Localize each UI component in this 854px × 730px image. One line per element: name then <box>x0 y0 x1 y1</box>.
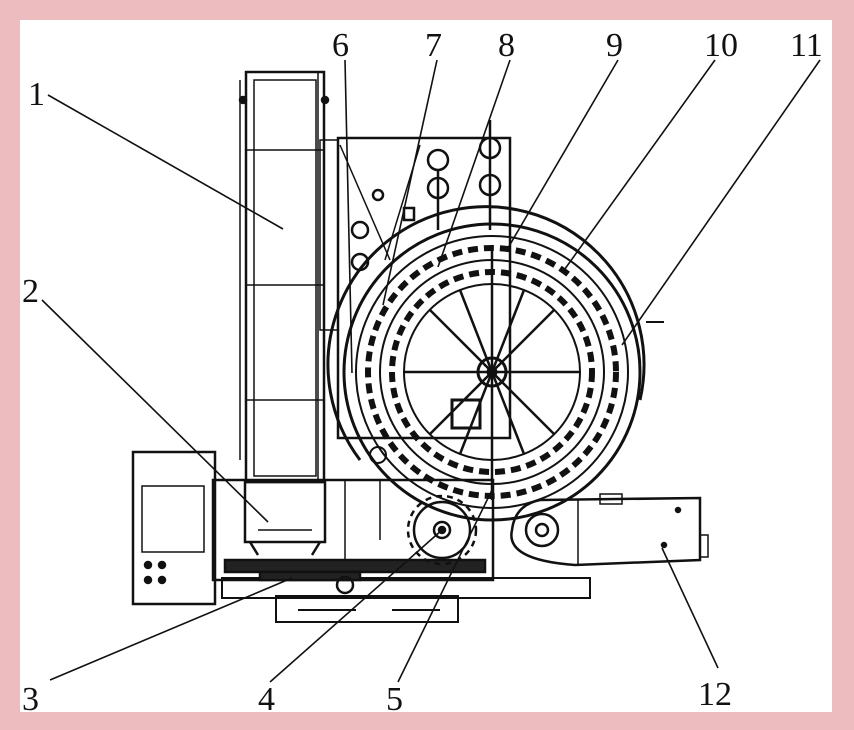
label-1: 1 <box>28 76 45 113</box>
lower-body <box>211 478 495 595</box>
label-4: 4 <box>258 681 275 718</box>
label-12: 12 <box>698 676 732 713</box>
upper-frame <box>319 136 512 440</box>
rotary-drum <box>342 222 642 522</box>
label-2: 2 <box>22 273 39 310</box>
label-7: 7 <box>425 27 442 64</box>
label-10: 10 <box>704 27 738 64</box>
hopper <box>243 480 327 556</box>
drum-housing <box>326 205 664 464</box>
drive-gear <box>406 494 478 566</box>
label-11: 11 <box>790 27 823 64</box>
callout-labels: 1 2 3 4 5 6 7 8 9 10 11 12 <box>22 27 823 718</box>
leader-lines <box>41 59 821 683</box>
label-6: 6 <box>332 27 349 64</box>
label-8: 8 <box>498 27 515 64</box>
label-9: 9 <box>606 27 623 64</box>
control-cabinet <box>131 450 217 606</box>
label-5: 5 <box>386 681 403 718</box>
elevator-conveyor <box>238 70 330 484</box>
label-3: 3 <box>22 681 39 718</box>
discharge-conveyor <box>510 493 709 567</box>
